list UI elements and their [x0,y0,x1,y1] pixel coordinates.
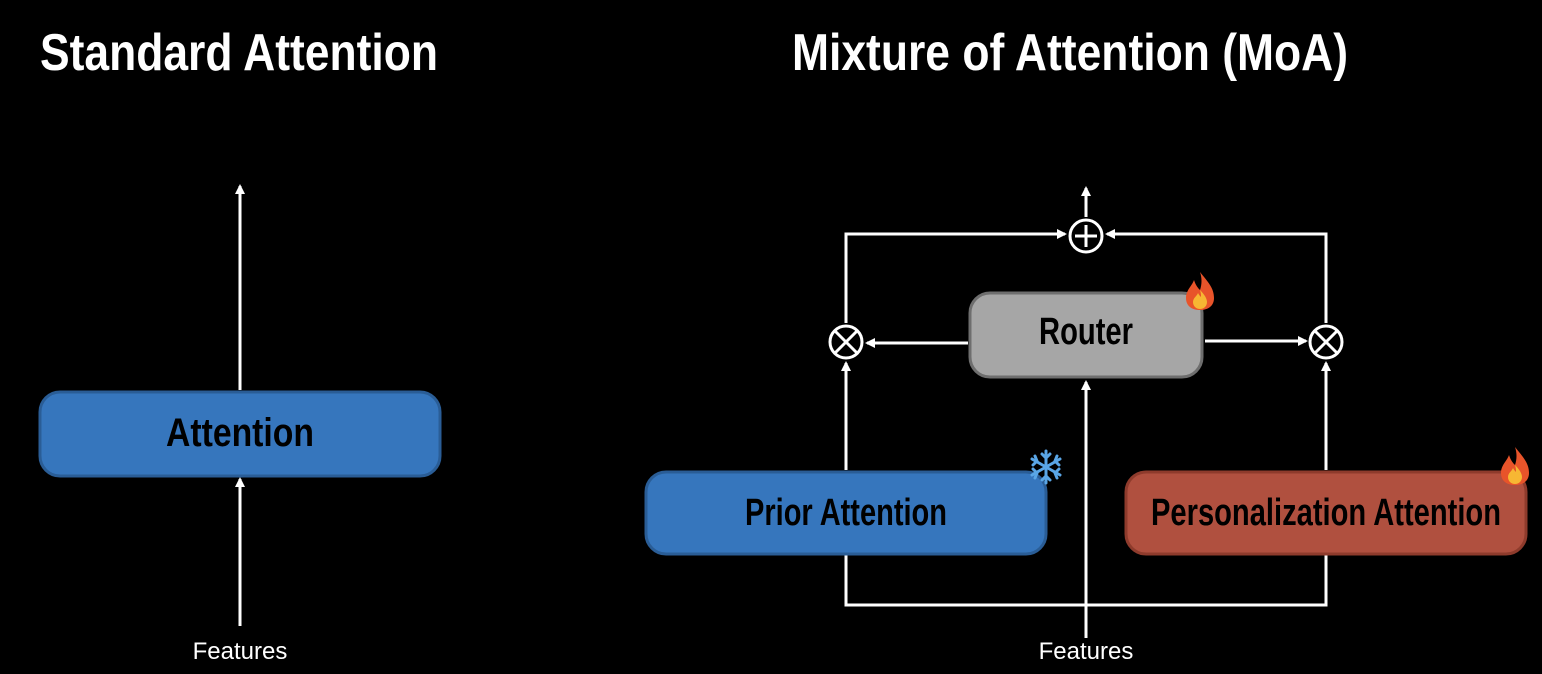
prior-attention-label: Prior Attention [745,492,947,534]
router-fire-icon [1186,272,1214,310]
attention-block [38,390,442,478]
personalization-attention-label: Personalization Attention [1151,492,1501,534]
right-multiply-node [1308,324,1344,360]
personalization-attention-block [1124,470,1528,556]
prior-attention-block [644,470,1048,556]
personalization-fire-icon [1501,447,1529,485]
left-features-label: Features [193,638,288,665]
right-multiply-to-sum-arrow [1105,229,1328,323]
moa-title: Mixture of Attention (MoA) [792,24,1348,82]
left-multiply-node [828,324,864,360]
sum-node [1068,218,1104,254]
left-multiply-to-sum-arrow [844,229,1067,323]
router-block [968,291,1204,379]
attention-label: Attention [166,411,314,455]
standard-attention-title: Standard Attention [40,24,438,82]
router-label: Router [1039,311,1133,353]
snowflake-icon [1030,449,1062,485]
right-features-label: Features [1039,638,1134,665]
